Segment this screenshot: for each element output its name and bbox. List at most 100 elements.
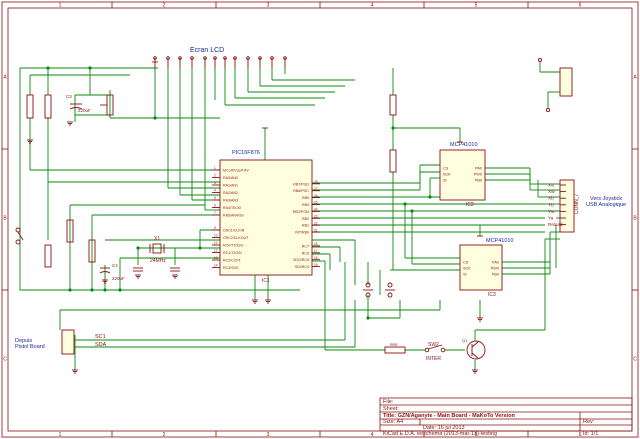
capacitor-c4: C4 220uF [99, 263, 125, 281]
ground-symbol [477, 317, 483, 322]
tb-size: Size: A4 [383, 419, 403, 425]
lcd-pin-end [223, 56, 227, 60]
c3-value: 220uF [78, 108, 91, 113]
frame-col-label: 4 [371, 3, 374, 9]
frame-col-label: 1 [59, 432, 62, 438]
ic3-left-pin-label: CS [463, 261, 469, 265]
joystick-signal-label: Xa [548, 183, 554, 188]
lcd-pin-end [166, 56, 170, 60]
ic1-part-label: PIC16F876 [232, 150, 260, 156]
c4-value: 220uF [112, 276, 125, 281]
ground-symbol [265, 299, 271, 304]
joystick-signal-label: Xb [548, 196, 554, 201]
ic1-right-pin-num: 16 [314, 256, 318, 260]
ic1-right-pin-num: 22 [314, 221, 318, 225]
depuis-label-1: Depuis [15, 338, 32, 344]
joystick-signal-label: Yw [548, 209, 555, 214]
resistor-r2 [44, 94, 52, 119]
ic1-left-pin-label: RA0/AN0 [223, 176, 238, 180]
capacitor-c3: C3 220uF [66, 94, 91, 113]
ic1-left-pin-num: 10 [214, 234, 218, 238]
ic1-left-pin-num: 7 [214, 211, 216, 215]
frame-col-label: 5 [475, 3, 478, 9]
frame-row-label: B [3, 216, 7, 222]
ic1-left-pin-num: 6 [214, 204, 216, 208]
ground-symbol [72, 369, 78, 374]
lcd-pin-end [178, 56, 182, 60]
ic1-right-pin-label: RB2 [302, 217, 309, 221]
ic1-ref-label: IC1 [262, 278, 270, 284]
ground-symbol [472, 369, 478, 374]
ground-symbol [135, 274, 141, 279]
q1-label: Q1 [462, 338, 468, 343]
frame-col-label: 2 [163, 432, 166, 438]
joystick-signal-label: Ya [548, 216, 554, 221]
ground-symbol [252, 299, 258, 304]
frame-row-label: C [3, 357, 7, 363]
switch-sw3 [363, 282, 373, 298]
lcd-connector [153, 56, 287, 68]
ic3-right-pin-label: PW0 [491, 267, 499, 271]
ic1-right-pin-label: RB1 [302, 224, 309, 228]
title-block: File: Sheet: Title: GZN/Aganyte - Main B… [379, 397, 633, 437]
ic1-right-pin-label: RB6/PGC [293, 189, 309, 193]
tb-kicad: KiCad E.D.A. eeschema (2013-mar-13)-test… [383, 431, 497, 437]
potentiometer-rv [100, 94, 114, 116]
ic1-left-pin-num: 9 [214, 226, 216, 230]
joystick-signal-label: Reload [548, 222, 563, 227]
ic1-right-pin-num: 25 [314, 201, 318, 205]
ic1-left-pin-label: RC1/T1OSI [223, 251, 242, 255]
ic3-right-pin-label: PA0 [492, 261, 499, 265]
rrr-label: RRR [390, 343, 398, 347]
c4-ref: C4 [112, 263, 118, 268]
frame-col-label: 6 [579, 432, 582, 438]
ic1-left-pin-num: 5 [214, 196, 216, 200]
joystick-title-2: USB Analogique [586, 202, 626, 208]
wires [19, 62, 560, 370]
ic1-left-pin-num: 13 [214, 256, 218, 260]
frame-row-label: A [633, 75, 637, 81]
lcd-pin-end [283, 56, 287, 60]
ic1-left-pin-label: MCLR/Vpp/THV [223, 169, 249, 173]
ic1-left-pin-label: RA2/AN2 [223, 191, 238, 195]
ic1-right-pin-num: 24 [314, 208, 318, 212]
ic1-left-pin-num: 12 [214, 249, 218, 253]
ic1-right-pin-num: 15 [314, 263, 318, 267]
sw2-label: SW2 [428, 342, 439, 348]
frame-col-label: 5 [475, 432, 478, 438]
conn-ref: CONN_7 [574, 193, 580, 214]
ic1-left-pin-num: 1 [214, 166, 216, 170]
sc1-label: SC1 [95, 334, 106, 340]
ic3-right-pin-label: PB0 [492, 273, 499, 277]
switch-left [15, 227, 24, 245]
conn-joystick: CONN_7 Vers Joystick USB Analogique XaXw… [548, 179, 626, 233]
inter-label: INTER [426, 356, 441, 362]
frame-col-label: 3 [267, 3, 270, 9]
ground-symbol [102, 279, 108, 284]
ic1-left-pin-label: OSC1/CLKIN [223, 229, 245, 233]
frame-row-label: B [633, 216, 637, 222]
ic1-right-pin-label: RC6 [302, 251, 309, 255]
ic2-right-pin-label: PB0 [475, 179, 482, 183]
ground-symbol [27, 139, 33, 144]
ic1-right-pin-num: 17 [314, 249, 318, 253]
ic3-part-label: MCP41010 [486, 238, 514, 244]
ic1-left-pin-label: RA4/T0CKI [223, 206, 241, 210]
ic1-left-pin-label: RC2/CCP1 [223, 259, 241, 263]
ic1-left-pin-num: 3 [214, 181, 216, 185]
ic2-left-pin-label: SCK [443, 173, 451, 177]
ic1-right-pin-label: RB7/PGD [293, 182, 309, 186]
lcd-pin-end [233, 56, 237, 60]
ic1-right-pin-num: 28 [314, 180, 318, 184]
transistor-q1: Q1 [462, 338, 486, 360]
frame-col-label: 2 [163, 3, 166, 9]
lcd-pin-end [270, 56, 274, 60]
crystal-x1: X1 24MHz [149, 236, 166, 264]
x1-ref: X1 [154, 236, 160, 242]
ic1-pic16f876: PIC16F876 IC1 MCLR/Vpp/THV1RA0/AN02RA1/A… [212, 150, 320, 284]
lcd-pin-end [153, 56, 157, 60]
